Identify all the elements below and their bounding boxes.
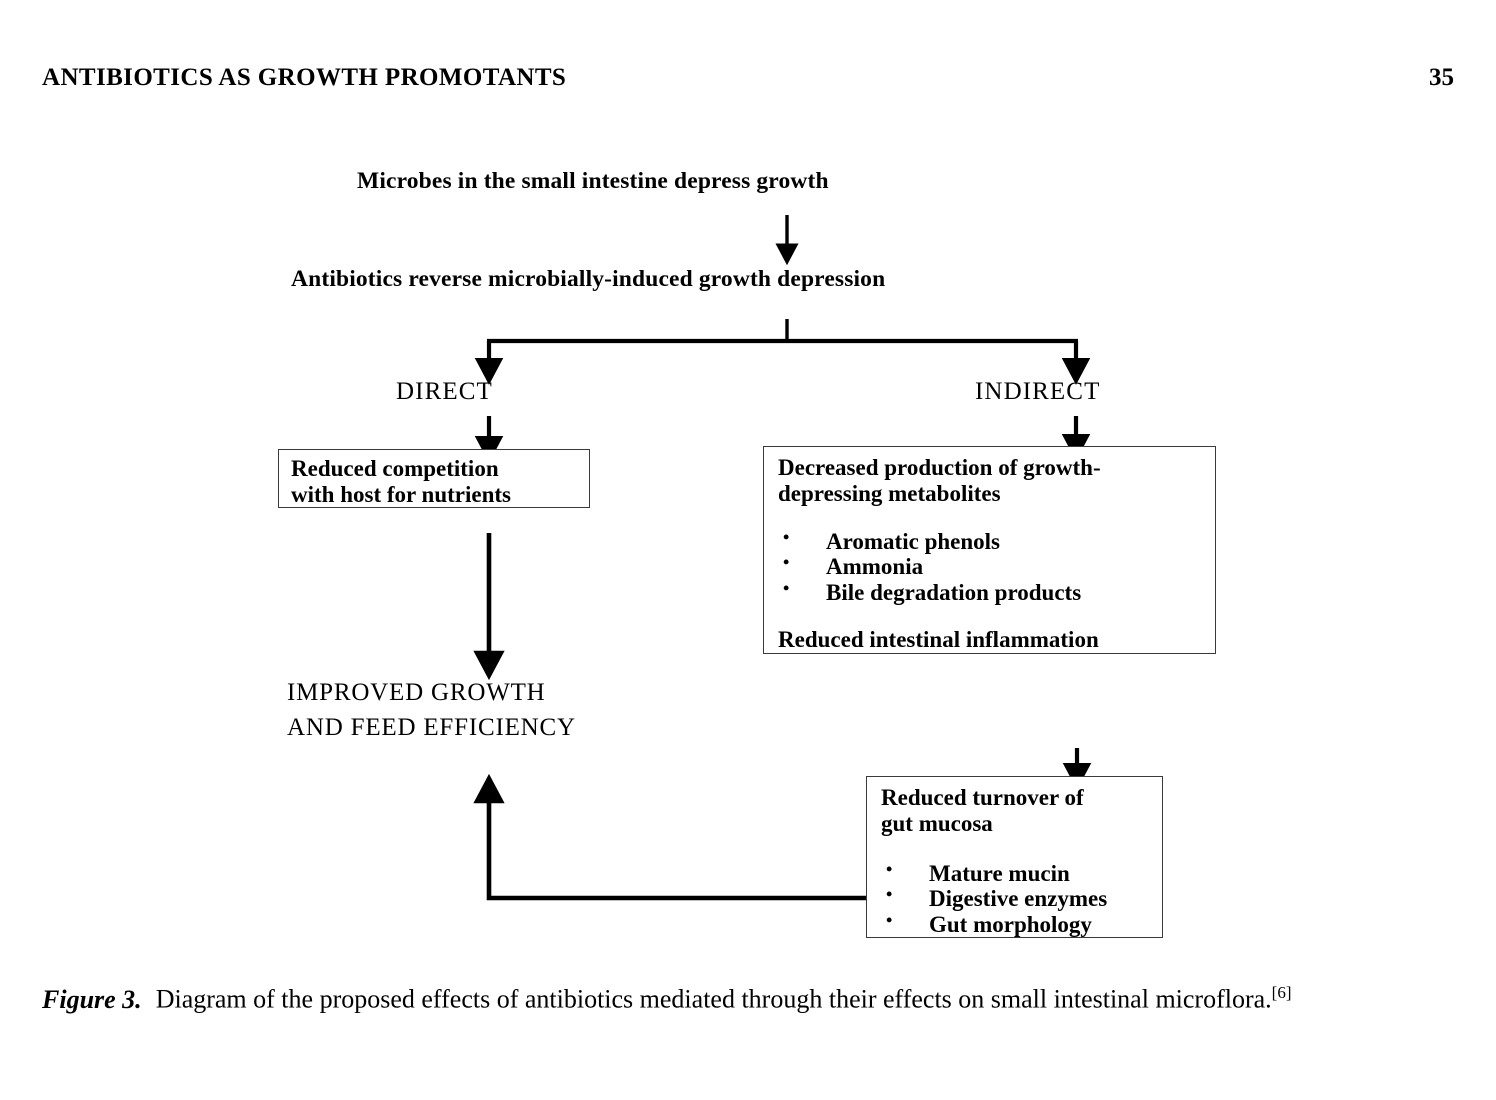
box-decreased-production-bullets: Aromatic phenols Ammonia Bile degradatio… — [778, 528, 1215, 605]
node-indirect-label: INDIRECT — [975, 378, 1101, 405]
box-reduced-turnover-line1: Reduced turnover of — [881, 785, 1084, 810]
feedback-loop-turnover-to-improved — [473, 773, 866, 901]
list-item: Aromatic phenols — [778, 528, 1215, 554]
node-antibiotics-reverse-depression: Antibiotics reverse microbially-induced … — [291, 266, 886, 292]
list-item: Digestive enzymes — [881, 885, 1162, 911]
box-decreased-production-heading: Decreased production of growth- depressi… — [778, 455, 1215, 507]
figure-caption-label: Figure 3. — [42, 984, 142, 1014]
figure-caption: Figure 3. Diagram of the proposed effects… — [42, 982, 1454, 1017]
diagram-connectors — [473, 215, 1092, 901]
box-reduced-turnover: Reduced turnover of gut mucosa Mature mu… — [866, 776, 1163, 938]
node-improved-growth-line1: IMPROVED GROWTH — [287, 679, 546, 706]
node-microbes-depress-growth: Microbes in the small intestine depress … — [357, 168, 829, 194]
list-item: Bile degradation products — [778, 579, 1215, 605]
box-reduced-turnover-line2: gut mucosa — [881, 810, 993, 836]
box-reduced-turnover-heading: Reduced turnover of gut mucosa — [881, 785, 1162, 837]
page-number: 35 — [1429, 64, 1454, 91]
figure-diagram: Microbes in the small intestine depress … — [0, 0, 1496, 965]
box-reduced-competition: Reduced competition with host for nutrie… — [278, 449, 590, 508]
box-decreased-production: Decreased production of growth- depressi… — [763, 446, 1216, 654]
box-decreased-production-tail: Reduced intestinal inflammation — [778, 626, 1099, 652]
box-reduced-competition-line2: with host for nutrients — [291, 481, 512, 507]
figure-caption-reference: [6] — [1271, 983, 1292, 1002]
figure-caption-text: Diagram of the proposed effects of antib… — [155, 984, 1272, 1014]
list-item: Ammonia — [778, 553, 1215, 579]
box-reduced-turnover-bullets: Mature mucin Digestive enzymes Gut morph… — [881, 860, 1162, 937]
box-reduced-competition-line1: Reduced competition — [291, 456, 499, 481]
node-improved-growth-line2: AND FEED EFFICIENCY — [287, 713, 576, 741]
node-improved-growth: IMPROVED GROWTH AND FEED EFFICIENCY — [287, 676, 576, 745]
node-direct-label: DIRECT — [396, 378, 493, 405]
list-item: Mature mucin — [881, 860, 1162, 886]
box-decreased-production-line1: Decreased production of growth- — [778, 455, 1101, 480]
box-reduced-competition-heading: Reduced competition with host for nutrie… — [291, 456, 589, 508]
list-item: Gut morphology — [881, 911, 1162, 937]
box-decreased-production-line2: depressing metabolites — [778, 480, 1001, 506]
running-head-title: ANTIBIOTICS AS GROWTH PROMOTANTS — [42, 64, 567, 91]
page-running-head: ANTIBIOTICS AS GROWTH PROMOTANTS 35 — [42, 64, 1454, 98]
